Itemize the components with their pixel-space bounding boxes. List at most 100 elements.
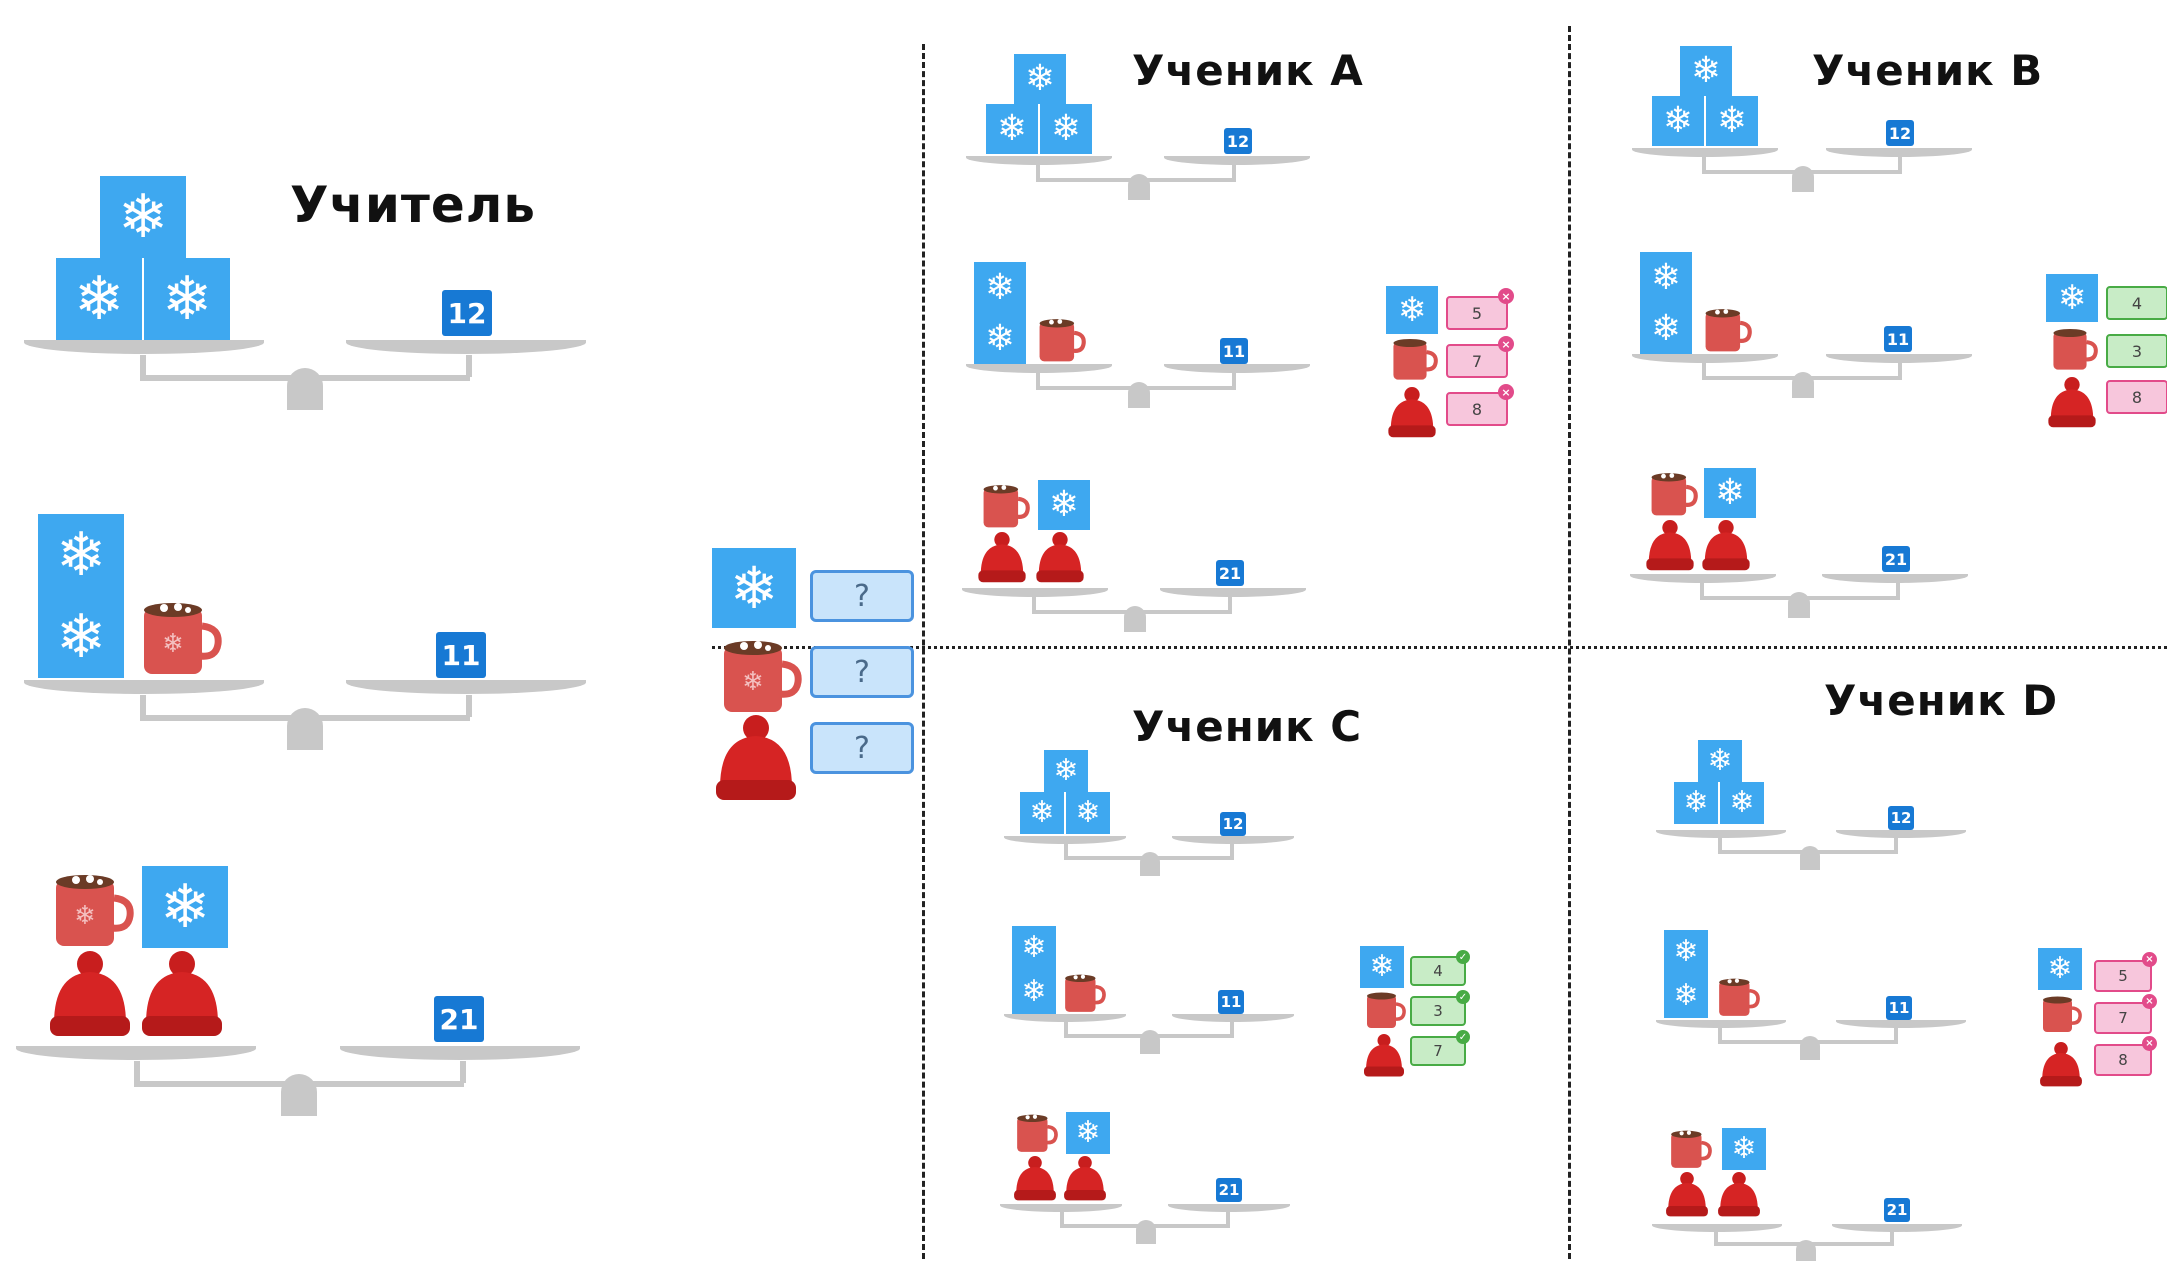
cocoa-mug-icon: [1393, 339, 1438, 380]
knit-hat-icon: [2040, 1042, 2082, 1087]
scale-right-pan: [346, 340, 586, 354]
answer-mug: 3: [2106, 334, 2167, 368]
knit-hat-icon: [1036, 532, 1084, 583]
wrong-mark-icon: ×: [2142, 1036, 2157, 1051]
divider-horizontal: [712, 646, 2167, 649]
divider-left: [922, 44, 925, 1259]
snowflake-icon: ❄: [2046, 274, 2098, 322]
check-mark-icon: ✓: [1456, 950, 1470, 964]
snowflake-icon: ❄: [986, 104, 1038, 154]
scale-fulcrum: [287, 368, 323, 410]
answer-hat: 8: [2106, 380, 2167, 414]
value-badge: 11: [1220, 338, 1248, 364]
wrong-mark-icon: ×: [1498, 336, 1514, 352]
snowflake-icon: ❄: [56, 258, 142, 340]
cocoa-mug-icon: [983, 485, 1030, 528]
knit-hat-icon: [1666, 1172, 1708, 1217]
student-d-title: Ученик D: [1824, 676, 2059, 725]
snowflake-icon: ❄: [100, 176, 186, 258]
snowflake-icon: ❄: [142, 866, 228, 948]
knit-hat-icon: [1014, 1156, 1056, 1201]
value-badge: 21: [1882, 546, 1910, 572]
wrong-mark-icon: ×: [2142, 952, 2157, 967]
knit-hat-icon: [1364, 1034, 1404, 1077]
snowflake-icon: ❄: [1066, 1112, 1110, 1154]
student-c-title: Ученик C: [1132, 702, 1363, 751]
scale-fulcrum: [281, 1074, 317, 1116]
snowflake-icon: ❄❄: [38, 514, 124, 678]
answer-snowflake: 4: [2106, 286, 2167, 320]
cocoa-mug-icon: [1651, 473, 1698, 516]
snowflake-icon: ❄: [1722, 1128, 1766, 1170]
value-badge: 11: [1886, 996, 1912, 1020]
snowflake-icon: ❄❄: [1012, 926, 1056, 1014]
scale-fulcrum: [287, 708, 323, 750]
svg-text:❄: ❄: [162, 629, 184, 659]
snowflake-icon: ❄: [1038, 480, 1090, 530]
snowflake-icon: ❄: [1674, 782, 1718, 824]
value-badge: 12: [1224, 128, 1252, 154]
answer-input-mug[interactable]: ?: [810, 646, 914, 698]
value-badge: 12: [442, 290, 492, 336]
scale-right-pan: [340, 1046, 580, 1060]
knit-hat-icon: [142, 951, 222, 1036]
divider-right: [1568, 26, 1571, 1259]
knit-hat-icon: [2048, 377, 2096, 428]
value-badge: 11: [1884, 326, 1912, 352]
value-badge: 21: [434, 996, 484, 1042]
scale-left-pan: [24, 340, 264, 354]
answer-input-snowflake[interactable]: ?: [810, 570, 914, 622]
value-badge: 11: [1218, 990, 1244, 1014]
cocoa-mug-icon: ❄: [144, 603, 222, 674]
scale-right-pan: [346, 680, 586, 694]
cocoa-mug-icon: ❄: [724, 641, 802, 712]
cocoa-mug-icon: [1705, 309, 1752, 352]
value-badge: 11: [436, 632, 486, 678]
snowflake-icon: ❄: [2038, 948, 2082, 990]
snowflake-icon: ❄: [144, 258, 230, 340]
cocoa-mug-icon: [1367, 992, 1406, 1028]
snowflake-icon: ❄: [1360, 946, 1404, 988]
answer-mug: 3: [1410, 996, 1466, 1026]
value-badge: 21: [1216, 560, 1244, 586]
snowflake-icon: ❄: [1040, 104, 1092, 154]
knit-hat-icon: [1064, 1156, 1106, 1201]
wrong-mark-icon: ×: [1498, 288, 1514, 304]
wrong-mark-icon: ×: [2142, 994, 2157, 1009]
knit-hat-icon: [1388, 387, 1436, 438]
knit-hat-icon: [1702, 520, 1750, 571]
knit-hat-icon: [716, 715, 796, 800]
answer-snowflake: 5: [1446, 296, 1508, 330]
snowflake-icon: ❄: [1014, 54, 1066, 104]
cocoa-mug-icon: [2053, 329, 2098, 370]
check-mark-icon: ✓: [1456, 990, 1470, 1004]
knit-hat-icon: [1718, 1172, 1760, 1217]
check-mark-icon: ✓: [1456, 1030, 1470, 1044]
cocoa-mug-icon: [1039, 319, 1086, 362]
student-b-title: Ученик B: [1812, 46, 2044, 95]
answer-hat: 7: [1410, 1036, 1466, 1066]
cocoa-mug-icon: [1017, 1114, 1058, 1152]
snowflake-icon: ❄: [1704, 468, 1756, 518]
snowflake-icon: ❄: [1706, 96, 1758, 146]
snowflake-icon: ❄: [1720, 782, 1764, 824]
value-badge: 12: [1888, 806, 1914, 830]
answer-mug: 7: [1446, 344, 1508, 378]
value-badge: 12: [1220, 812, 1246, 836]
wrong-mark-icon: ×: [1498, 384, 1514, 400]
snowflake-icon: ❄❄: [1640, 252, 1692, 354]
answer-input-hat[interactable]: ?: [810, 722, 914, 774]
snowflake-icon: ❄: [1698, 740, 1742, 782]
answer-mug: 7: [2094, 1002, 2152, 1034]
snowflake-icon: ❄: [1680, 46, 1732, 96]
svg-text:❄: ❄: [742, 667, 764, 697]
snowflake-icon: ❄: [712, 548, 796, 628]
scale-left-pan: [24, 680, 264, 694]
answer-hat: 8: [1446, 392, 1508, 426]
value-badge: 21: [1884, 1198, 1910, 1222]
snowflake-icon: ❄: [1652, 96, 1704, 146]
cocoa-mug-icon: [1671, 1130, 1712, 1168]
cocoa-mug-icon: [2043, 996, 2082, 1032]
svg-text:❄: ❄: [74, 901, 96, 931]
snowflake-icon: ❄❄: [1664, 930, 1708, 1018]
